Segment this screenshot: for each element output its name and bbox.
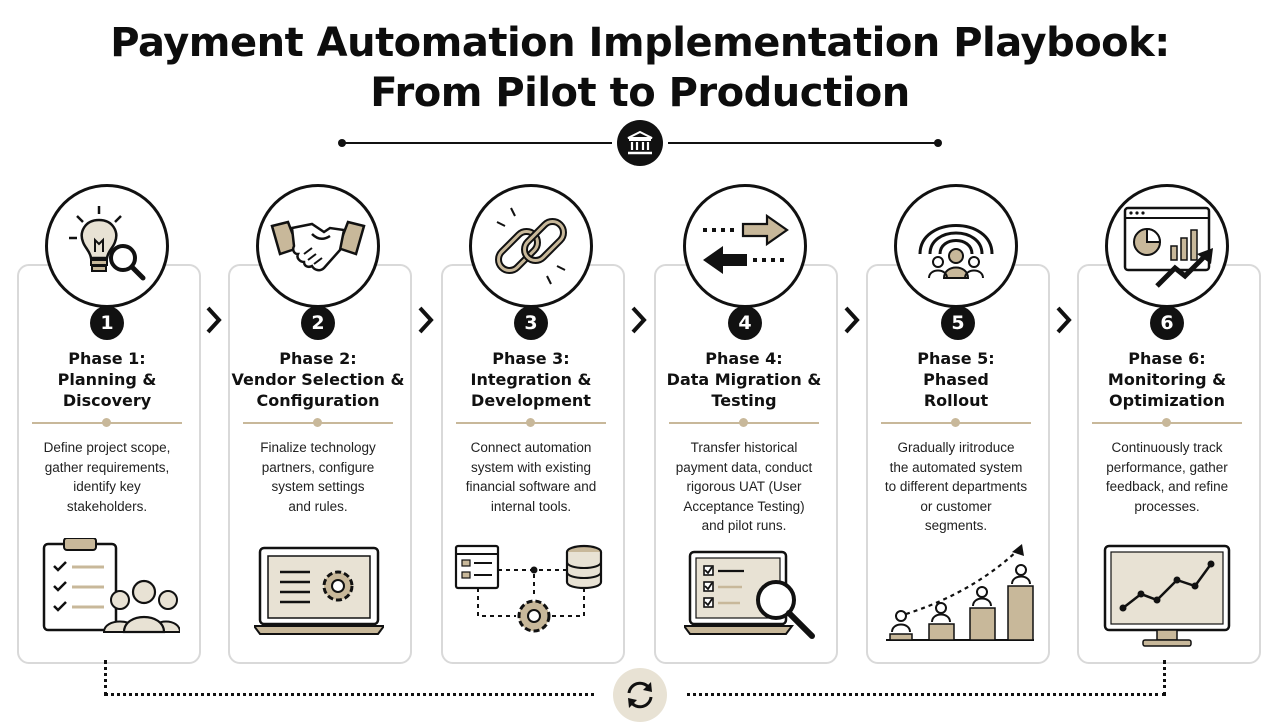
- phase-number-badge-2: 2: [301, 306, 335, 340]
- description-line: Transfer historical: [690, 440, 798, 455]
- phase-description-2: Finalize technology partners, configure …: [220, 438, 416, 516]
- chain-link-icon: [469, 184, 593, 308]
- phase-title-2: Phase 2: Vendor Selection & Configuratio…: [220, 348, 416, 411]
- chevron-right-icon: [1056, 306, 1072, 334]
- description-line: Finalize technology: [260, 440, 376, 455]
- phase-title-line: Development: [471, 391, 591, 410]
- phase-title-1: Phase 1: Planning & Discovery: [9, 348, 205, 411]
- description-line: financial software and: [465, 479, 597, 494]
- handshake-icon: [256, 184, 380, 308]
- phase-title-line: Integration &: [470, 370, 592, 389]
- description-line: Acceptance Testing): [683, 498, 805, 514]
- phase-description-4: Transfer historical payment data, conduc…: [646, 438, 842, 536]
- phase-title-line: Phase 5:: [917, 349, 995, 368]
- phase-title-6: Phase 6: Monitoring & Optimization: [1069, 348, 1265, 411]
- description-line: Continuously track: [1111, 440, 1223, 455]
- refresh-cycle-icon: [613, 668, 667, 722]
- description-line: feedback, and refine: [1105, 479, 1229, 494]
- checklist-team-illustration: [40, 537, 182, 642]
- description-line: system settings: [271, 479, 365, 494]
- system-database-illustration: [454, 542, 609, 646]
- phase-title-line: Phased: [923, 370, 989, 389]
- description-line: stakeholders.: [66, 498, 148, 514]
- description-line: Connect automation: [470, 440, 592, 455]
- phase-divider-dot-2: [313, 418, 322, 427]
- phase-description-5: Gradually iritroduce the automated syste…: [858, 438, 1054, 536]
- laptop-gear-illustration: [252, 546, 386, 640]
- laptop-checklist-magnifier-illustration: [682, 550, 824, 650]
- description-line: and rules.: [288, 498, 348, 514]
- growth-podium-illustration: [884, 542, 1034, 646]
- phase-number-badge-6: 6: [1150, 306, 1184, 340]
- phase-title-4: Phase 4: Data Migration & Testing: [646, 348, 842, 411]
- description-line: payment data, conduct: [675, 459, 813, 475]
- title-rule-dot-left: [338, 139, 346, 147]
- phase-divider-dot-1: [102, 418, 111, 427]
- phase-description-6: Continuously track performance, gather f…: [1069, 438, 1265, 516]
- phase-divider-dot-4: [739, 418, 748, 427]
- phase-description-1: Define project scope, gather requirement…: [9, 438, 205, 516]
- broadcast-people-icon: [894, 184, 1018, 308]
- phase-title-line: Rollout: [923, 391, 989, 410]
- description-line: internal tools.: [490, 498, 572, 514]
- phase-title-line: Phase 4:: [705, 349, 783, 368]
- phase-number-badge-5: 5: [941, 306, 975, 340]
- phase-title-line: Testing: [711, 391, 777, 410]
- phase-title-line: Optimization: [1109, 391, 1225, 410]
- description-line: to different departments: [884, 479, 1028, 494]
- transfer-arrows-icon: [683, 184, 807, 308]
- description-line: processes.: [1134, 498, 1200, 514]
- chevron-right-icon: [844, 306, 860, 334]
- lightbulb-magnifier-icon: [45, 184, 169, 308]
- phase-title-line: Monitoring &: [1107, 370, 1227, 389]
- chevron-right-icon: [418, 306, 434, 334]
- phase-divider-dot-5: [951, 418, 960, 427]
- title-rule-right: [668, 142, 936, 144]
- title-rule-left: [344, 142, 612, 144]
- phase-title-line: Vendor Selection &: [231, 370, 405, 389]
- dashboard-growth-icon: [1105, 184, 1229, 308]
- description-line: rigorous UAT (User: [686, 479, 802, 494]
- phase-title-line: Planning &: [57, 370, 157, 389]
- description-line: gather requirements,: [44, 459, 170, 475]
- monitor-line-chart-illustration: [1103, 544, 1231, 652]
- phase-title-line: Phase 3:: [492, 349, 570, 368]
- description-line: system with existing: [470, 459, 592, 475]
- phase-number-badge-4: 4: [728, 306, 762, 340]
- description-line: performance, gather: [1106, 459, 1228, 475]
- phase-title-line: Phase 1:: [68, 349, 146, 368]
- phase-title-line: Phase 2:: [279, 349, 357, 368]
- phase-number-badge-1: 1: [90, 306, 124, 340]
- phase-divider-dot-6: [1162, 418, 1171, 427]
- bank-icon: [617, 120, 663, 166]
- page-title-line-1: Payment Automation Implementation Playbo…: [110, 20, 1170, 66]
- phase-divider-dot-3: [526, 418, 535, 427]
- description-line: or customer: [920, 498, 992, 514]
- title-rule-dot-right: [934, 139, 942, 147]
- description-line: Define project scope,: [43, 440, 171, 455]
- page-title-line-2: From Pilot to Production: [370, 70, 910, 116]
- phase-description-3: Connect automation system with existing …: [433, 438, 629, 516]
- description-line: segments.: [924, 518, 988, 533]
- phase-title-line: Discovery: [62, 391, 152, 410]
- phase-number-badge-3: 3: [514, 306, 548, 340]
- description-line: Gradually iritroduce: [897, 440, 1015, 455]
- phase-title-3: Phase 3: Integration & Development: [433, 348, 629, 411]
- description-line: partners, configure: [261, 459, 375, 475]
- description-line: and pilot runs.: [701, 518, 787, 533]
- phase-title-line: Data Migration &: [666, 370, 822, 389]
- phase-title-line: Phase 6:: [1128, 349, 1206, 368]
- description-line: identify key: [73, 479, 141, 494]
- phase-title-line: Configuration: [256, 391, 380, 410]
- description-line: the automated system: [889, 459, 1023, 475]
- chevron-right-icon: [631, 306, 647, 334]
- phase-title-5: Phase 5: Phased Rollout: [858, 348, 1054, 411]
- chevron-right-icon: [206, 306, 222, 334]
